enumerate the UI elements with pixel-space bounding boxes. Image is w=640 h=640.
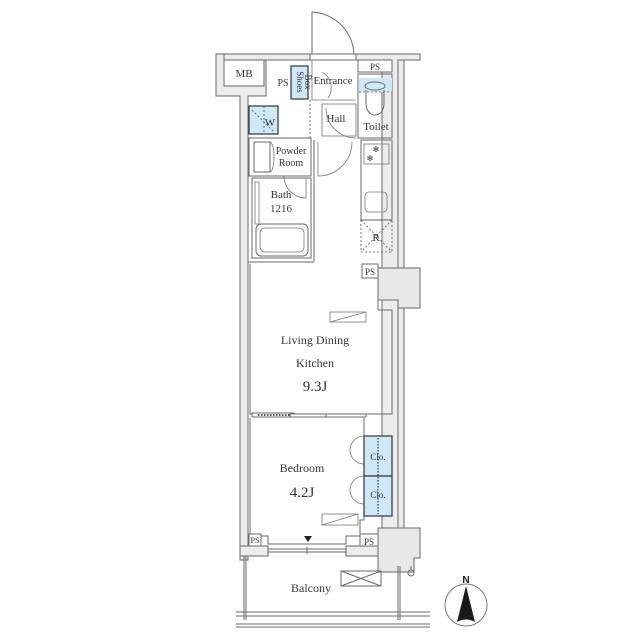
hatch-box xyxy=(340,570,382,587)
powder-room-label-2: Room xyxy=(279,158,304,169)
hall-label: Hall xyxy=(327,113,346,125)
kitchen-counter xyxy=(360,139,393,221)
powder-door[interactable] xyxy=(317,141,353,177)
bathtub-inner xyxy=(259,227,305,253)
shoes-box-label-2: Box xyxy=(303,74,313,90)
sink-curve xyxy=(269,141,275,173)
mb-closet xyxy=(223,59,265,87)
toilet-door-arc[interactable] xyxy=(325,107,357,139)
bath-label-2: 1216 xyxy=(270,203,293,215)
bedroom-size: 4.2J xyxy=(290,485,315,501)
kitchen-sink xyxy=(364,191,388,213)
balcony-wall-right xyxy=(345,545,379,557)
bath-label-1: Bath xyxy=(271,189,292,201)
column-bottom xyxy=(377,527,421,573)
aircon-diag xyxy=(329,311,367,323)
toilet-bowl xyxy=(365,90,385,116)
entrance-outline xyxy=(311,60,356,101)
washer-diag xyxy=(251,109,275,133)
bath-room xyxy=(251,177,312,259)
entrance-door[interactable] xyxy=(311,11,355,57)
ldk-label-2: Kitchen xyxy=(296,356,334,370)
mb-label: MB xyxy=(235,68,252,80)
ps-bottom-right-label: PS xyxy=(364,537,374,547)
window-marker-icon xyxy=(304,536,312,542)
hatch-x-2 xyxy=(340,570,382,587)
fridge-diag-2 xyxy=(360,219,393,253)
stove xyxy=(363,143,390,165)
closet-1-label: Clo. xyxy=(370,452,385,462)
closet-2-door[interactable] xyxy=(349,475,365,505)
compass-label: N xyxy=(462,575,469,586)
closet-2-label: Clo. xyxy=(370,490,385,500)
bathtub xyxy=(255,223,309,257)
ps-top-right xyxy=(357,59,393,73)
sliding-door-3[interactable] xyxy=(325,413,367,418)
ldk-size: 9.3J xyxy=(303,379,328,395)
sliding-door-2[interactable] xyxy=(289,413,327,418)
toilet-room xyxy=(357,73,393,139)
toilet-lid xyxy=(364,81,386,91)
sink xyxy=(253,141,271,173)
ps-bottom-left-label: PS xyxy=(251,536,260,545)
bedroom-aircon xyxy=(321,513,359,526)
shoes-box-label-1: Shoes xyxy=(295,71,305,93)
powder-room xyxy=(248,137,312,177)
fridge-label: R xyxy=(372,232,380,244)
shoes-box xyxy=(290,65,309,100)
entrance-threshold xyxy=(309,53,357,61)
ps-top-left-label: PS xyxy=(277,78,288,89)
bath-shelf xyxy=(254,181,260,225)
burner-2-icon: ✻ xyxy=(367,154,374,163)
burner-1-icon: ✻ xyxy=(373,145,380,154)
bedroom-label: Bedroom xyxy=(280,461,325,475)
north-compass-icon: N xyxy=(444,575,488,627)
bath-door[interactable] xyxy=(283,175,307,199)
ldk-label-1: Living Dining xyxy=(281,333,349,347)
ps-mid-label: PS xyxy=(365,267,375,277)
washer-space xyxy=(248,105,279,135)
powder-room-label-1: Powder xyxy=(276,146,307,157)
closet-2 xyxy=(363,475,393,517)
ps-top-right-label: PS xyxy=(370,62,380,72)
fridge-diag-1 xyxy=(360,219,393,253)
closet-1-door[interactable] xyxy=(349,435,365,465)
hall-area xyxy=(321,103,357,137)
aircon xyxy=(329,311,367,323)
toilet-label: Toilet xyxy=(363,121,389,133)
balcony-label: Balcony xyxy=(291,581,331,595)
ldk-outline xyxy=(249,264,393,415)
fridge-space xyxy=(360,219,393,253)
balcony-wall-left xyxy=(239,545,269,557)
washer-label: W xyxy=(265,117,276,129)
entrance-label: Entrance xyxy=(313,75,352,87)
bedroom-aircon-diag xyxy=(321,513,359,526)
entrance-inner-door-arc xyxy=(321,71,332,99)
